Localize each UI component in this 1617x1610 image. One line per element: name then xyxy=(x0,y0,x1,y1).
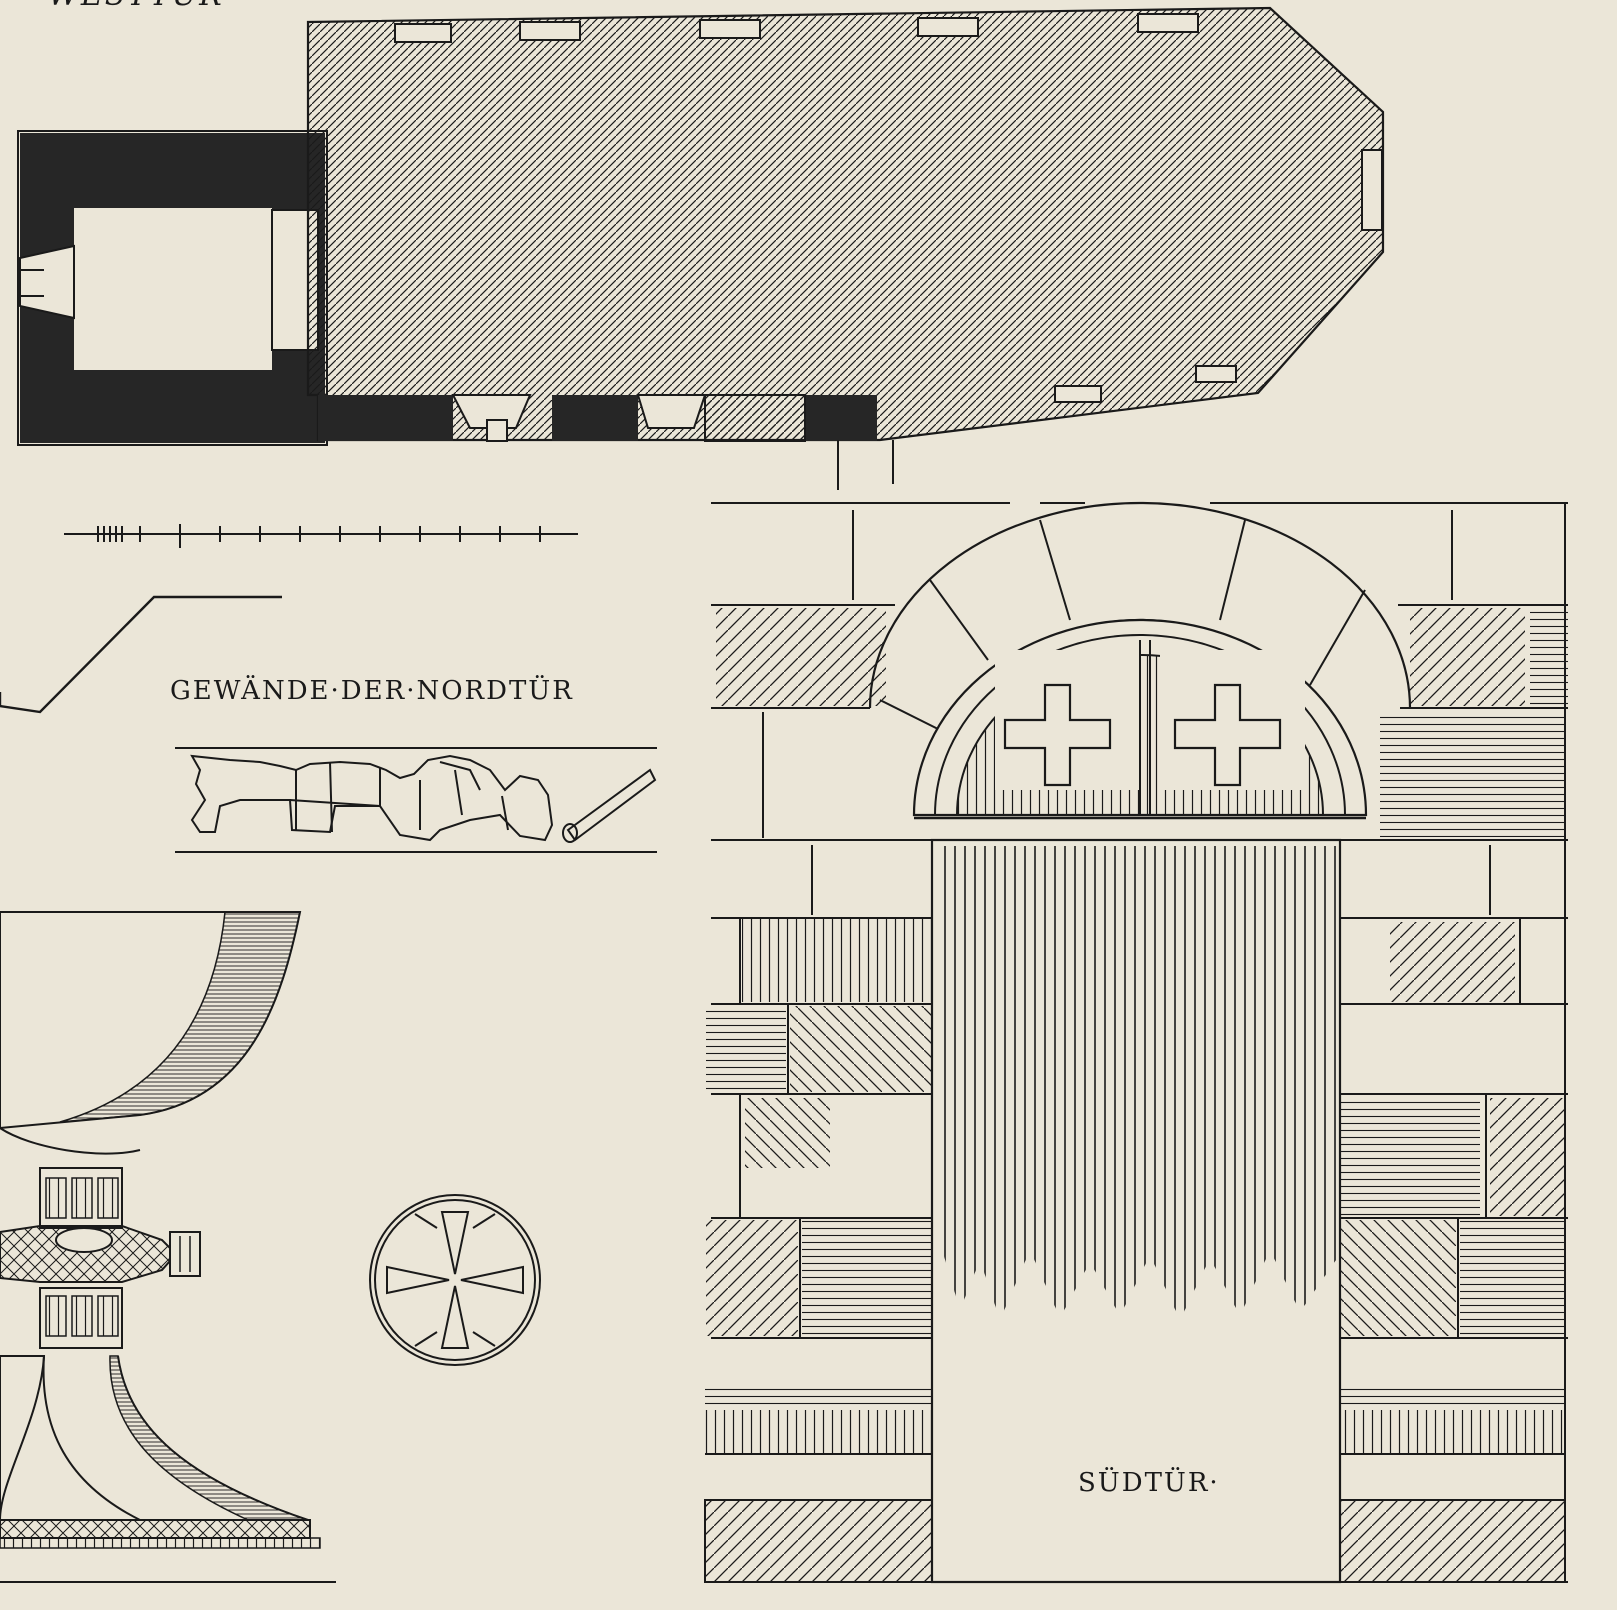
cross-pattee-icon xyxy=(369,1194,541,1366)
carved-figure-strip xyxy=(175,747,657,853)
greek-cross-icon xyxy=(1173,683,1282,787)
scale-bar xyxy=(64,524,578,548)
relieving-arch xyxy=(868,501,1412,709)
west-door-label: WESTTÜR· xyxy=(48,0,235,13)
north-door-profile xyxy=(0,595,282,714)
south-door-elevation xyxy=(704,501,1568,1584)
south-door-label: SÜDTÜR· xyxy=(1078,1468,1220,1498)
west-door-opening xyxy=(19,244,75,320)
greek-cross-icon xyxy=(1003,683,1112,787)
nave-openings xyxy=(394,13,1383,442)
chalice-foot xyxy=(0,1355,46,1521)
tower-interior xyxy=(74,208,272,370)
north-door-jamb-label: GEWÄNDE·DER·NORDTÜR xyxy=(170,676,574,706)
floor-plan xyxy=(17,6,1385,490)
chalice xyxy=(0,911,336,1583)
nave-walls xyxy=(306,6,1385,442)
